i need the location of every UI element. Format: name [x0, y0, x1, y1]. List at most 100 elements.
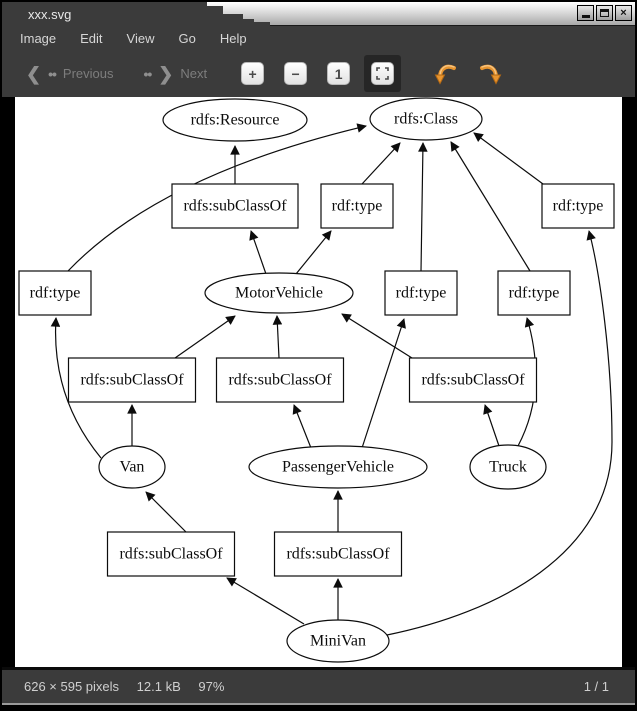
minimize-button[interactable] — [577, 5, 594, 21]
close-icon: × — [620, 6, 627, 19]
svg-text:rdfs:Resource: rdfs:Resource — [191, 112, 280, 129]
rotate-right-icon — [480, 64, 502, 85]
previous-button[interactable]: ❮ •• Previous — [26, 63, 114, 84]
graph-edge-MotorVehicle-to-rdf-type-b — [295, 230, 332, 275]
graph-edge-subClassOf-i-to-MotorVehicle — [341, 313, 413, 359]
previous-label: Previous — [62, 66, 114, 81]
next-label: Next — [180, 66, 208, 81]
graph-edge-rdf-type-b-to-rdfs-Class — [361, 142, 401, 185]
graph-edge-rdf-type-e-to-rdfs-Class — [418, 142, 428, 272]
statusbar: 626 × 595 pixels 12.1 kB 97% 1 / 1 — [2, 670, 635, 703]
graph-node-rdf-type-e: rdf:type — [384, 270, 458, 316]
graph-edge-Van-to-rdf-type-d — [50, 317, 102, 459]
image-info: 626 × 595 pixels 12.1 kB 97% — [24, 679, 238, 694]
titlebar-artifact — [207, 6, 223, 26]
titlebar-artifact — [243, 19, 254, 26]
image-filesize: 12.1 kB — [136, 679, 181, 694]
svg-text:Truck: Truck — [489, 459, 527, 476]
zoom-in-button[interactable]: + — [241, 62, 265, 85]
svg-text:rdfs:subClassOf: rdfs:subClassOf — [228, 372, 332, 389]
rotate-right-button[interactable] — [475, 59, 505, 89]
close-button[interactable]: × — [615, 5, 632, 21]
svg-text:MiniVan: MiniVan — [310, 633, 366, 650]
graph-node-subClassOf-g: rdfs:subClassOf — [67, 357, 197, 403]
graph-edge-PassengerVehicle-to-subClassOf-h — [292, 404, 312, 449]
graph-node-rdf-type-c: rdf:type — [541, 183, 615, 229]
svg-text:Van: Van — [120, 459, 145, 476]
graph-node-rdfs-Resource: rdfs:Resource — [162, 98, 308, 142]
svg-text:rdf:type: rdf:type — [396, 285, 447, 302]
graph-edge-MiniVan-to-rdf-type-c — [386, 230, 613, 636]
graph-node-subClassOf-h: rdfs:subClassOf — [215, 357, 345, 403]
graph-node-subClassOf-a: rdfs:subClassOf — [171, 183, 299, 229]
graph-edge-subClassOf-j-to-Van — [145, 491, 187, 533]
svg-text:rdf:type: rdf:type — [30, 285, 81, 302]
maximize-icon — [600, 9, 609, 17]
graph-node-Van: Van — [98, 445, 166, 489]
page-indicator: 1 / 1 — [583, 679, 609, 694]
menu-help[interactable]: Help — [219, 30, 247, 46]
graph-node-subClassOf-j: rdfs:subClassOf — [106, 531, 236, 577]
toolbar: ❮ •• Previous •• ❯ Next + − 1 — [2, 50, 635, 97]
graph-node-subClassOf-k: rdfs:subClassOf — [273, 531, 403, 577]
graph-node-rdf-type-f: rdf:type — [497, 270, 571, 316]
graph-node-MiniVan: MiniVan — [286, 619, 390, 663]
image-canvas[interactable]: rdfs:Resource rdfs:Class rdfs:subClassOf rd… — [2, 97, 635, 667]
rdf-graph: rdfs:Resource rdfs:Class rdfs:subClassOf rd… — [18, 97, 615, 663]
titlebar-artifact — [254, 22, 270, 26]
menu-edit[interactable]: Edit — [80, 30, 103, 46]
titlebar[interactable]: xxx.svg × — [2, 2, 635, 26]
zoom-level: 97% — [198, 679, 225, 694]
zoom-out-button[interactable]: − — [284, 62, 308, 85]
graph-edge-MotorVehicle-to-subClassOf-a — [249, 230, 267, 275]
menu-image[interactable]: Image — [20, 30, 57, 46]
zoom-fit-icon — [371, 62, 395, 85]
graph-edge-rdf-type-f-to-rdfs-Class — [450, 141, 531, 272]
graph-node-rdfs-Class: rdfs:Class — [369, 97, 483, 141]
svg-text:PassengerVehicle: PassengerVehicle — [282, 459, 394, 476]
graph-node-rdf-type-d: rdf:type — [18, 270, 92, 316]
next-icon: ❯ — [158, 63, 174, 84]
graph-node-PassengerVehicle: PassengerVehicle — [248, 445, 428, 489]
svg-text:rdfs:Class: rdfs:Class — [394, 111, 458, 128]
svg-text:rdfs:subClassOf: rdfs:subClassOf — [286, 546, 390, 563]
graph-node-MotorVehicle: MotorVehicle — [204, 272, 354, 314]
svg-text:rdfs:subClassOf: rdfs:subClassOf — [183, 198, 287, 215]
svg-text:rdf:type: rdf:type — [553, 198, 604, 215]
next-button[interactable]: •• ❯ Next — [143, 63, 208, 84]
titlebar-artifact — [223, 14, 243, 26]
graph-edge-MiniVan-to-subClassOf-j — [226, 577, 305, 625]
window-title: xxx.svg — [28, 6, 72, 22]
zoom-out-icon: − — [291, 65, 300, 82]
menu-view[interactable]: View — [126, 30, 155, 46]
minimize-icon — [581, 15, 590, 18]
maximize-button[interactable] — [596, 5, 613, 21]
previous-icon: ❮ — [26, 63, 42, 84]
graph-edge-Truck-to-subClassOf-i — [483, 404, 500, 447]
rotate-left-icon — [434, 64, 457, 85]
window-bottom-edge — [2, 705, 635, 709]
zoom-in-icon: + — [248, 65, 257, 82]
graph-edge-subClassOf-h-to-MotorVehicle — [272, 315, 283, 359]
svg-text:MotorVehicle: MotorVehicle — [235, 285, 323, 302]
graph-edge-PassengerVehicle-to-rdf-type-e — [361, 318, 406, 449]
svg-text:rdf:type: rdf:type — [509, 285, 560, 302]
svg-text:rdfs:subClassOf: rdfs:subClassOf — [421, 372, 525, 389]
graph-edge-rdf-type-c-to-rdfs-Class — [473, 132, 544, 185]
svg-text:rdfs:subClassOf: rdfs:subClassOf — [80, 372, 184, 389]
graph-node-Truck: Truck — [469, 444, 547, 490]
svg-text:rdf:type: rdf:type — [332, 198, 383, 215]
menu-go[interactable]: Go — [178, 30, 196, 46]
graph-node-rdf-type-b: rdf:type — [320, 183, 394, 229]
image-dimensions: 626 × 595 pixels — [24, 679, 120, 694]
graph-edge-subClassOf-g-to-MotorVehicle — [174, 315, 236, 359]
zoom-fit-button[interactable] — [364, 55, 402, 92]
graph-node-subClassOf-i: rdfs:subClassOf — [408, 357, 538, 403]
statusbar-divider — [2, 667, 635, 670]
rotate-left-button[interactable] — [431, 59, 461, 89]
window-bottom-bevel — [2, 703, 635, 705]
zoom-1-1-icon: 1 — [334, 65, 343, 82]
zoom-normal-button[interactable]: 1 — [327, 62, 351, 85]
svg-text:rdfs:subClassOf: rdfs:subClassOf — [119, 546, 223, 563]
